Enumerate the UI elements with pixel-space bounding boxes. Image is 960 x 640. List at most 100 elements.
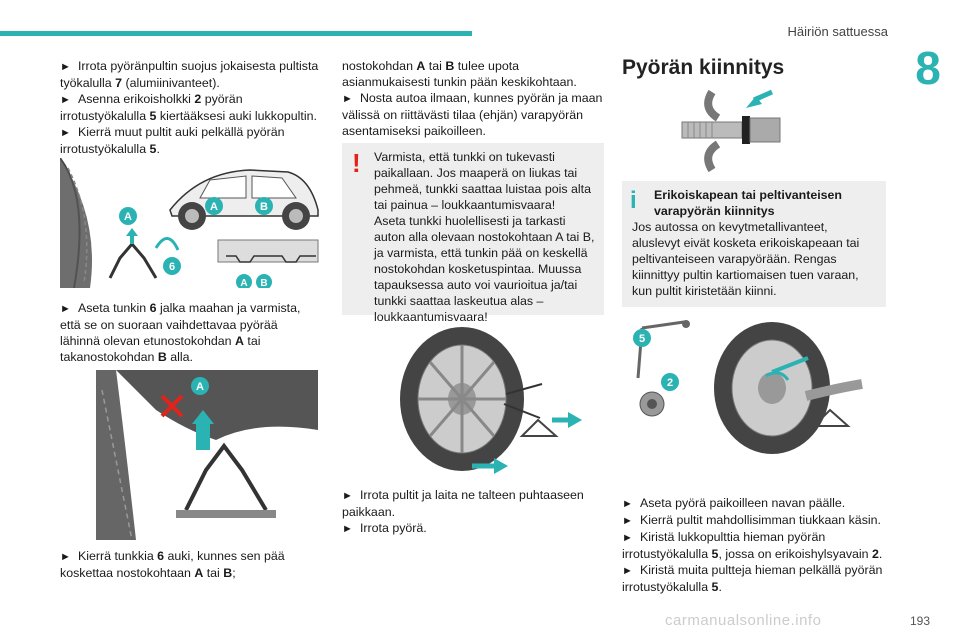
instruction-paragraph: ► Kierrä muut pultit auki pelkällä pyörä… xyxy=(60,124,320,157)
callout-a: A xyxy=(119,207,137,225)
instruction-paragraph: ► Aseta tunkin 6 jalka maahan ja varmist… xyxy=(60,300,320,365)
text-run: Asenna erikoisholkki xyxy=(77,92,195,106)
bullet-arrow-icon: ► xyxy=(60,94,74,106)
wheel-mounting-figure: 5 2 xyxy=(633,320,863,454)
svg-text:B: B xyxy=(260,278,267,288)
bullet-arrow-icon: ► xyxy=(342,523,356,535)
callout-6: 6 xyxy=(163,257,181,275)
instruction-paragraph: ► Kiristä lukkopulttia hieman pyörän irr… xyxy=(622,529,886,562)
text-run: tai takanostokohdan xyxy=(60,334,261,364)
bold-reference: B xyxy=(157,350,167,364)
bullet-arrow-icon: ► xyxy=(622,532,636,544)
bold-reference: B xyxy=(223,566,233,580)
bold-reference: 5 xyxy=(149,142,157,156)
text-run: Kiristä muita pultteja hieman pelkällä p… xyxy=(622,563,883,594)
jack-placement-figure: A xyxy=(96,370,318,540)
bold-reference: 5 xyxy=(711,580,719,594)
bold-reference: 2 xyxy=(194,92,202,106)
bold-reference: B xyxy=(445,59,455,73)
instruction-paragraph: ► Aseta pyörä paikoilleen navan päälle. xyxy=(622,495,886,512)
text-run: tai xyxy=(203,566,224,580)
instruction-paragraph: ► Irrota pyörä. xyxy=(342,520,604,537)
text-run: . xyxy=(878,547,883,561)
bold-reference: A xyxy=(194,566,204,580)
section-title: Häiriön sattuessa xyxy=(787,24,888,39)
callout-b: B xyxy=(255,197,273,215)
column-3-bottom: ► Aseta pyörä paikoilleen navan päälle. … xyxy=(622,495,886,595)
callout-a: A xyxy=(236,274,252,288)
instruction-paragraph: ► Nosta autoa ilmaan, kunnes pyörän ja m… xyxy=(342,90,604,139)
page-number: 193 xyxy=(909,614,930,628)
text-run: Irrota pultit ja laita ne talteen puhtaa… xyxy=(342,488,584,519)
bullet-arrow-icon: ► xyxy=(622,565,636,577)
text-run: tulee upota asianmukaisesti tunkin pään … xyxy=(342,59,577,89)
text-run: Kiristä lukkopulttia hieman pyörän irrot… xyxy=(622,530,826,561)
bold-reference: 6 xyxy=(157,549,165,563)
instruction-paragraph: ► Irrota pyöränpultin suojus jokaisesta … xyxy=(60,58,320,91)
info-text: Jos autossa on kevytmetallivanteet, alus… xyxy=(632,220,860,298)
jack-points-figure: A A B 6 A B xyxy=(60,158,319,288)
text-run: pyörän irrotustyökalulla xyxy=(60,92,243,123)
bullet-arrow-icon: ► xyxy=(60,303,74,315)
section-heading: Pyörän kiinnitys xyxy=(622,56,785,79)
info-box: i Erikoiskapean tai peltivanteisen varap… xyxy=(622,181,886,307)
instruction-paragraph: ► Kierrä pultit mahdollisimman tiukkaan … xyxy=(622,512,886,529)
svg-text:6: 6 xyxy=(169,261,175,273)
bullet-arrow-icon: ► xyxy=(622,515,636,527)
text-run: , jossa on erikoishylsyavain xyxy=(718,547,873,561)
instruction-paragraph: nostokohdan A tai B tulee upota asianmuk… xyxy=(342,58,604,90)
bullet-arrow-icon: ► xyxy=(342,490,356,502)
warning-box: ! Varmista, että tunkki on tukevasti pai… xyxy=(342,143,604,324)
svg-text:A: A xyxy=(196,381,204,393)
bold-reference: 2 xyxy=(872,547,879,561)
warning-text: Varmista, että tunkki on tukevasti paika… xyxy=(374,150,595,324)
svg-text:A: A xyxy=(124,211,132,223)
text-run: auki, kunnes sen pää koskettaa nostokoht… xyxy=(60,549,285,580)
instruction-paragraph: ► Asenna erikoisholkki 2 pyörän irrotust… xyxy=(60,91,320,124)
text-run: (alumiinivanteet). xyxy=(122,76,220,90)
bold-reference: 7 xyxy=(115,76,123,90)
text-run: ; xyxy=(232,566,236,580)
svg-text:B: B xyxy=(260,201,268,213)
svg-text:A: A xyxy=(210,201,218,213)
text-run: Kierrä muut pultit auki pelkällä pyörän … xyxy=(60,125,285,156)
bold-reference: 6 xyxy=(149,301,157,315)
column-1-mid: ► Aseta tunkin 6 jalka maahan ja varmist… xyxy=(60,300,320,365)
text-run: Irrota pyörä. xyxy=(359,521,427,535)
bullet-arrow-icon: ► xyxy=(622,498,636,510)
bold-reference: A xyxy=(235,334,244,348)
text-run: Aseta tunkin xyxy=(77,301,150,315)
instruction-paragraph: ► Irrota pultit ja laita ne talteen puht… xyxy=(342,487,604,520)
wheel-removal-figure xyxy=(400,327,582,474)
callout-a: A xyxy=(205,197,223,215)
bullet-arrow-icon: ► xyxy=(60,61,74,73)
text-run: Aseta pyörä paikoilleen navan päälle. xyxy=(639,496,846,510)
svg-text:2: 2 xyxy=(667,377,673,389)
bold-reference: A xyxy=(416,59,426,73)
instruction-paragraph: ► Kiristä muita pultteja hieman pelkällä… xyxy=(622,562,886,595)
warning-icon: ! xyxy=(352,148,361,178)
column-2-bottom: ► Irrota pultit ja laita ne talteen puht… xyxy=(342,487,604,537)
text-run: . xyxy=(156,142,160,156)
text-run: alla. xyxy=(166,350,193,364)
text-run: . xyxy=(718,580,722,594)
svg-text:5: 5 xyxy=(639,333,645,345)
bullet-arrow-icon: ► xyxy=(60,127,74,139)
text-run: Irrota pyöränpultin suojus jokaisesta pu… xyxy=(60,59,319,90)
callout-b: B xyxy=(256,274,272,288)
header-accent-bar xyxy=(0,31,472,36)
callout-5: 5 xyxy=(633,329,651,347)
svg-text:A: A xyxy=(240,278,247,288)
text-run: tai xyxy=(425,59,446,73)
bolt-detail-figure xyxy=(681,89,781,173)
callout-a: A xyxy=(191,377,209,395)
chapter-number: 8 xyxy=(915,42,941,94)
column-1: ► Irrota pyöränpultin suojus jokaisesta … xyxy=(60,58,320,157)
info-icon: i xyxy=(630,187,637,214)
text-run: Kierrä tunkkia xyxy=(77,549,158,563)
info-title: Erikoiskapean tai peltivanteisen varapyö… xyxy=(654,188,843,218)
text-run: nostokohdan xyxy=(342,59,417,73)
column-2: nostokohdan A tai B tulee upota asianmuk… xyxy=(342,58,604,139)
watermark: carmanualsonline.info xyxy=(665,612,822,629)
bullet-arrow-icon: ► xyxy=(60,551,74,563)
